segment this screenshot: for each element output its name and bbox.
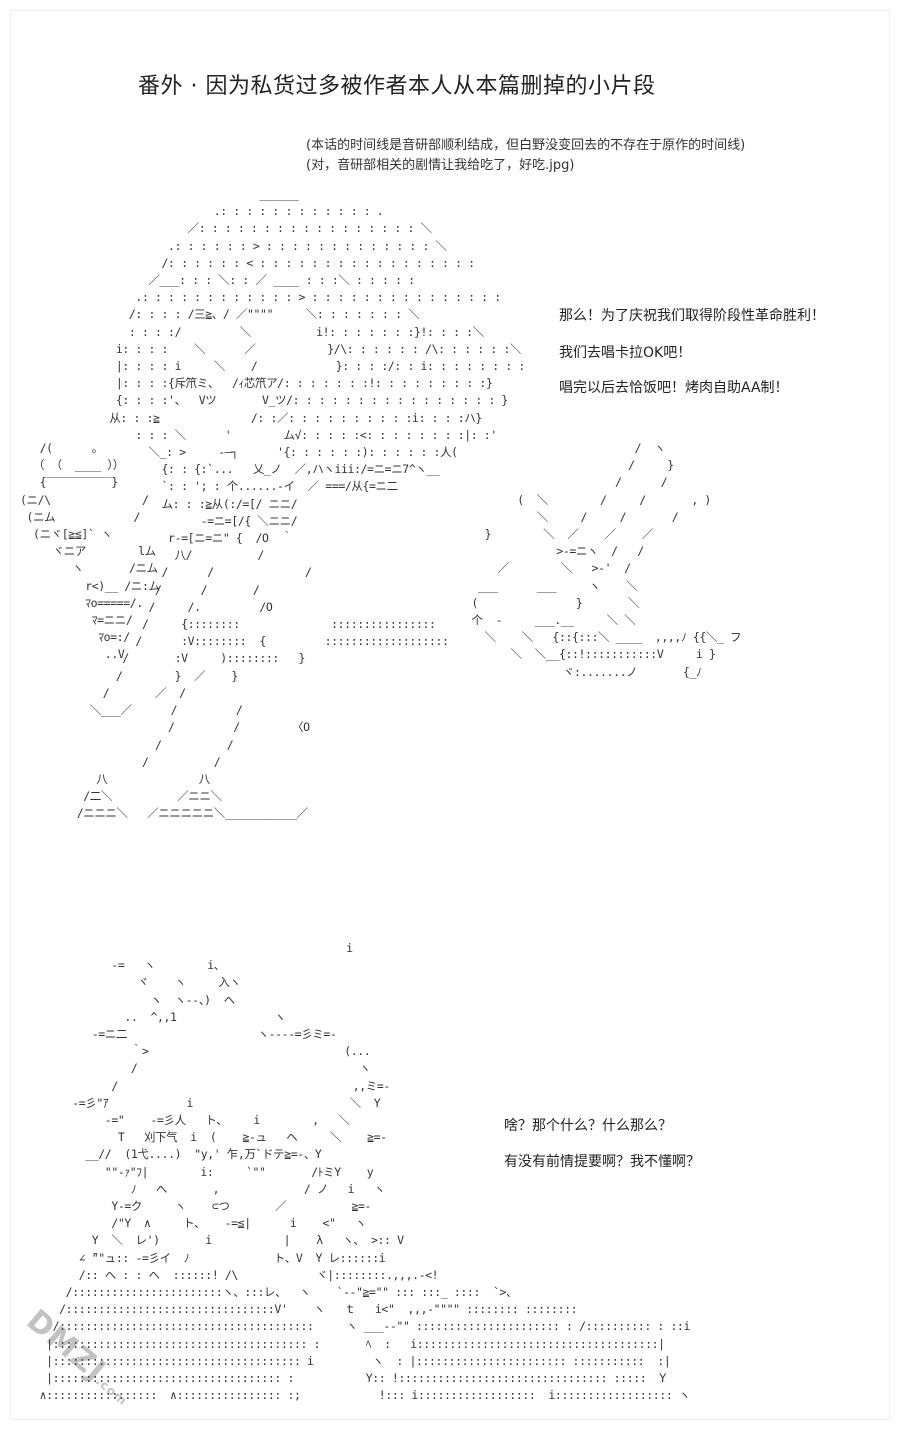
- dialogue-line-1: 那么！为了庆祝我们取得阶段性革命胜利！: [559, 308, 825, 324]
- reply-line-2: 有没有前情提要啊？我不懂啊？: [504, 1154, 700, 1170]
- ascii-art-ice-cream: /( 。 （ （ ____ ）） {‾‾‾‾‾‾‾‾‾‾} (ニ/\ / (ニム…: [20, 441, 160, 662]
- timeline-note: (本话的时间线是音研部顺利结成，但白野没变回去的不存在于原作的时间线): [306, 138, 746, 153]
- page-title: 番外 · 因为私货过多被作者本人从本篇删掉的小片段: [138, 74, 656, 99]
- reply-line-1: 啥？那个什么？什么那么？: [504, 1118, 672, 1134]
- dialogue-line-2: 我们去唱卡拉OK吧！: [559, 345, 692, 361]
- ascii-art-boy: i -= ヽ i、 ヾ ヽ 入ヽ ヽ ヽ--、) ヘ .. ^,,1 ヽ -=ニ…: [39, 941, 691, 1403]
- manga-page: 番外 · 因为私货过多被作者本人从本篇删掉的小片段 (本话的时间线是音研部顺利结…: [10, 10, 890, 1420]
- ascii-art-girl: ______ .: : : : : : : : : : : : . ／: : :…: [76, 187, 526, 821]
- dialogue-line-3: 唱完以后去恰饭吧！烤肉自助AA制！: [559, 380, 789, 396]
- author-note: (对，音研部相关的剧情让我给吃了，好吃.jpg): [306, 158, 575, 173]
- ascii-art-hand: / ヽ / } / / ( ＼ / / , ) ＼ / / / } ＼ ／ ／ …: [471, 441, 742, 679]
